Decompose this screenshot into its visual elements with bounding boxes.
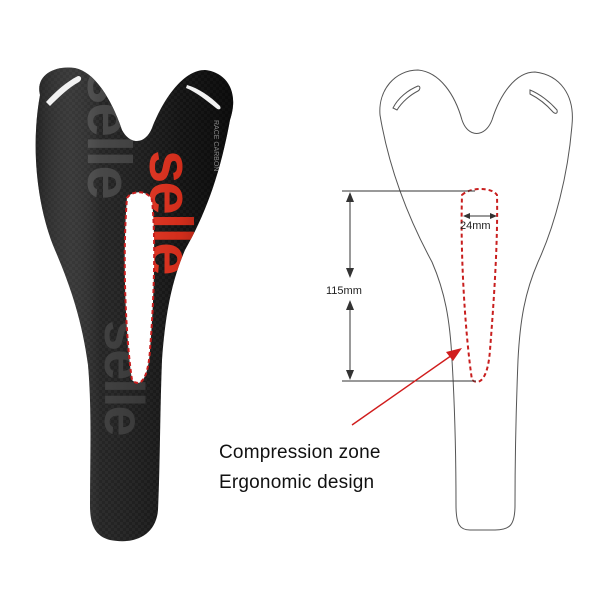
right-rail-slot bbox=[186, 85, 221, 110]
length-arrow-bottom bbox=[346, 370, 354, 380]
left-rail-slot bbox=[46, 76, 82, 106]
black-saddle-photo: selle selle selle RACE CARBON bbox=[35, 67, 234, 542]
compression-pointer-head bbox=[446, 348, 462, 361]
caption-line-ergonomic: Ergonomic design bbox=[219, 472, 375, 493]
saddle-cutout bbox=[124, 192, 155, 383]
length-arrow-mid-up bbox=[346, 268, 354, 278]
feature-caption: Compression zone Ergonomic design bbox=[219, 438, 381, 498]
saddle-outline-drawing: 115mm 24mm bbox=[326, 69, 573, 531]
width-arrow-left bbox=[463, 213, 470, 219]
saddle-outline bbox=[379, 69, 573, 531]
outline-right-rail-slot bbox=[529, 89, 558, 114]
width-arrow-right bbox=[490, 213, 497, 219]
length-dim-label: 115mm bbox=[326, 285, 362, 297]
compression-pointer-line bbox=[351, 352, 456, 426]
length-arrow-mid-down bbox=[346, 300, 354, 310]
outline-left-rail-slot bbox=[392, 85, 421, 111]
saddle-side-text: RACE CARBON bbox=[212, 120, 219, 171]
caption-line-compression: Compression zone bbox=[219, 442, 381, 463]
outline-cutout-dashed bbox=[460, 188, 499, 383]
width-dim-label: 24mm bbox=[460, 220, 491, 232]
length-arrow-top bbox=[346, 192, 354, 202]
